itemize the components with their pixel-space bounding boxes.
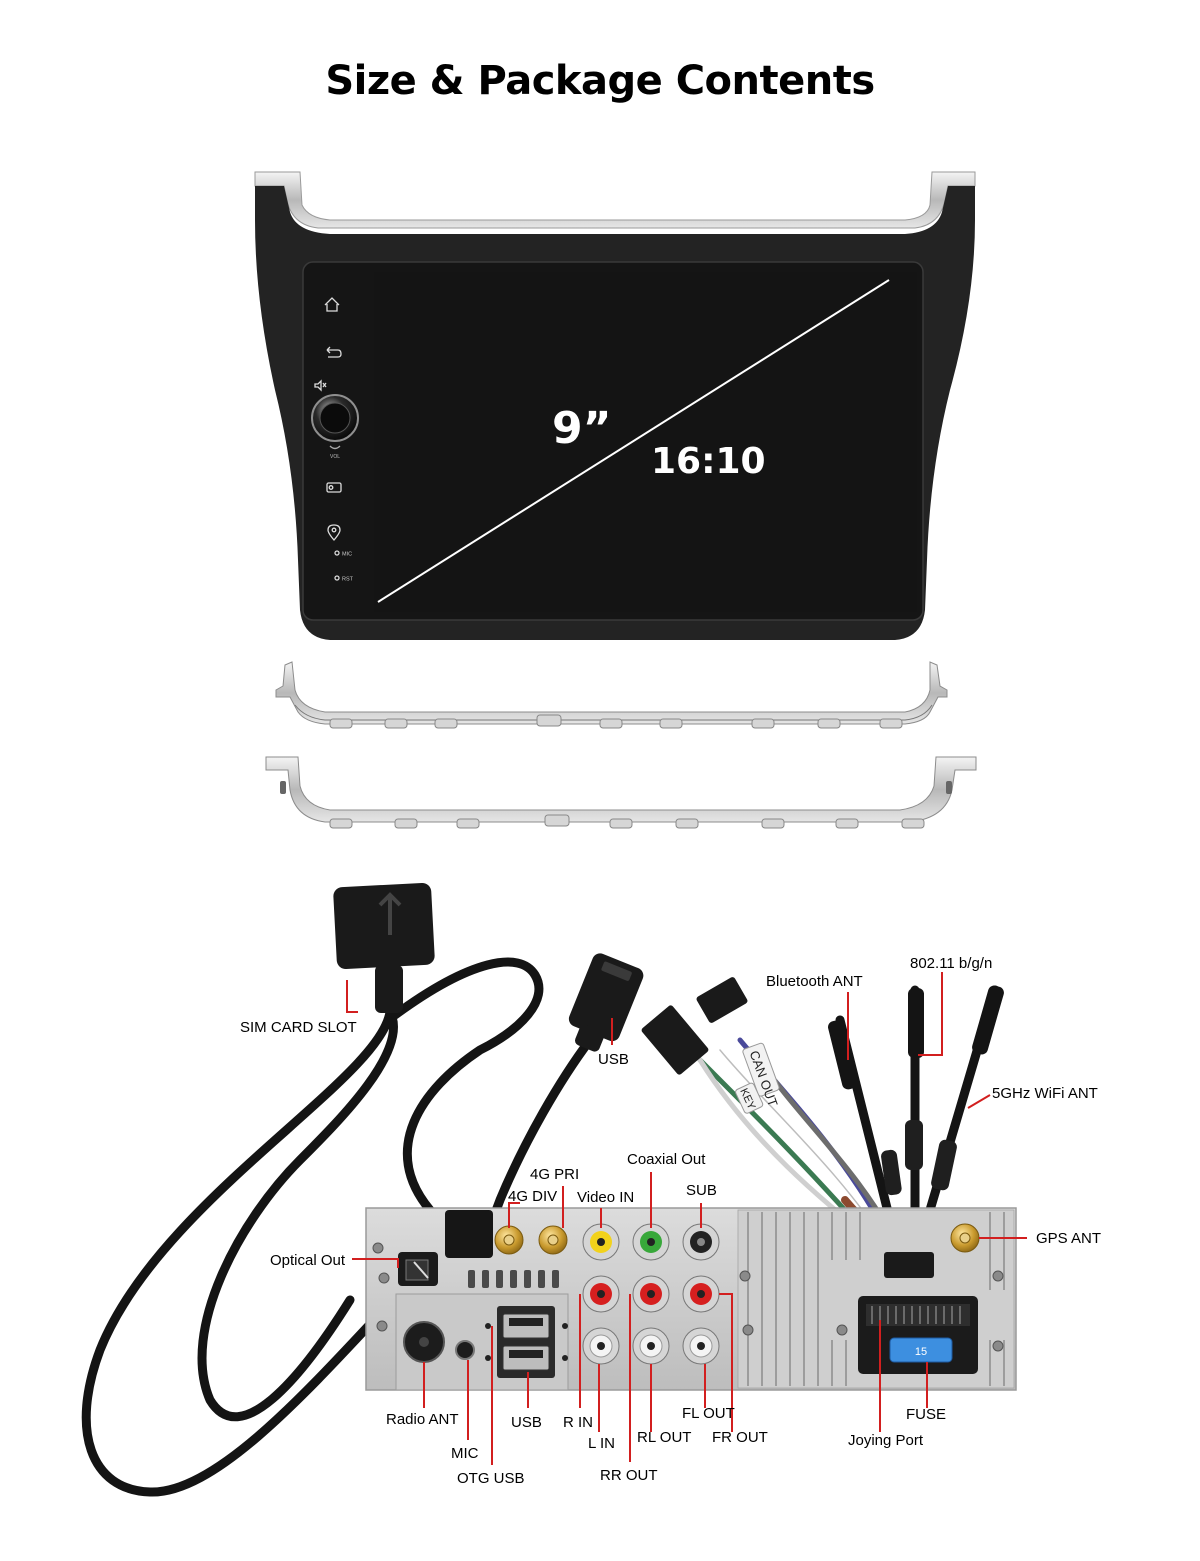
coaxial-out-label: Coaxial Out xyxy=(627,1151,706,1168)
harness-connectors: CAN OUT KEY xyxy=(640,976,781,1114)
l-in-jack[interactable] xyxy=(582,1327,620,1365)
display xyxy=(374,272,917,612)
usb-top-label: USB xyxy=(598,1051,629,1068)
fuse-value: 15 xyxy=(915,1346,927,1358)
rr-out-label: RR OUT xyxy=(600,1467,658,1484)
video-in-label: Video IN xyxy=(577,1189,634,1206)
coaxial-out-jack[interactable] xyxy=(632,1223,670,1261)
fuse-label: FUSE xyxy=(906,1406,946,1423)
svg-text:RST: RST xyxy=(342,577,354,583)
optical-out-label: Optical Out xyxy=(270,1252,346,1269)
sim-card-slot-label: SIM CARD SLOT xyxy=(240,1019,357,1036)
joying-port-label: Joying Port xyxy=(848,1432,924,1449)
radio-icon[interactable] xyxy=(326,482,342,493)
cable-plug xyxy=(445,1210,493,1258)
back-icon[interactable] xyxy=(326,346,342,358)
bluetooth-ant-label: Bluetooth ANT xyxy=(766,973,863,990)
head-unit: 9” 16:10 VOL MIC RST xyxy=(254,171,976,640)
callout-labels: SIM CARD SLOT USB Bluetooth ANT 802.11 b… xyxy=(240,955,1101,1487)
side-button-panel: VOL MIC RST xyxy=(311,297,359,583)
home-icon[interactable] xyxy=(324,297,340,312)
screen-diagonal xyxy=(377,279,890,603)
bluetooth-antenna xyxy=(828,1020,856,1090)
usb-bottom-label: USB xyxy=(511,1414,542,1431)
mounting-trim-upper xyxy=(275,661,948,729)
otg-usb-label: OTG USB xyxy=(457,1470,525,1487)
reset-hole-icon[interactable] xyxy=(334,575,340,581)
rr-out-jack[interactable] xyxy=(632,1275,670,1313)
fuse[interactable] xyxy=(889,1337,953,1363)
wifi-24-label: 802.11 b/g/n xyxy=(910,955,992,972)
navigation-icon[interactable] xyxy=(327,524,341,541)
wifi-5-label: 5GHz WiFi ANT xyxy=(992,1085,1098,1102)
mic-label: MIC xyxy=(451,1445,479,1462)
sub-jack[interactable] xyxy=(682,1223,720,1261)
antenna-cables xyxy=(828,985,1004,1267)
leader-lines xyxy=(346,972,1027,1465)
key-connector[interactable] xyxy=(640,1004,709,1076)
svg-text:MIC: MIC xyxy=(342,552,352,558)
svg-text:VOL: VOL xyxy=(330,454,340,460)
mute-icon[interactable] xyxy=(314,379,327,392)
sim-card-cable xyxy=(81,882,544,1497)
rl-out-jack[interactable] xyxy=(632,1327,670,1365)
l-in-label: L IN xyxy=(588,1435,615,1452)
back-panel: 15 xyxy=(365,1207,1017,1391)
mounting-trim-lower xyxy=(265,756,977,829)
usb-cable-top xyxy=(480,953,644,1245)
fr-out-jack[interactable] xyxy=(682,1275,720,1313)
radio-ant-label: Radio ANT xyxy=(386,1411,459,1428)
aspect-ratio-label: 16:10 xyxy=(651,441,766,482)
gps-ant-label: GPS ANT xyxy=(1036,1230,1101,1247)
wifi-5-antenna xyxy=(972,985,1004,1055)
fl-out-label: FL OUT xyxy=(682,1405,735,1422)
sub-label: SUB xyxy=(686,1182,717,1199)
sim-card-slot-connector[interactable] xyxy=(333,882,435,970)
4g-div-label: 4G DIV xyxy=(508,1188,557,1205)
page-title: Size & Package Contents xyxy=(325,58,875,104)
can-connector[interactable] xyxy=(695,976,748,1024)
mic-hole-icon xyxy=(334,550,340,556)
4g-pri-label: 4G PRI xyxy=(530,1166,579,1183)
wifi-24-antenna xyxy=(908,988,924,1058)
r-in-jack[interactable] xyxy=(582,1275,620,1313)
rl-out-label: RL OUT xyxy=(637,1429,691,1446)
screen-size-label: 9” xyxy=(552,403,612,454)
mic-port[interactable] xyxy=(455,1340,475,1360)
video-in-jack[interactable] xyxy=(582,1223,620,1261)
silver-top-trim xyxy=(254,171,976,229)
fl-out-jack[interactable] xyxy=(682,1327,720,1365)
fr-out-label: FR OUT xyxy=(712,1429,768,1446)
r-in-label: R IN xyxy=(563,1414,593,1431)
